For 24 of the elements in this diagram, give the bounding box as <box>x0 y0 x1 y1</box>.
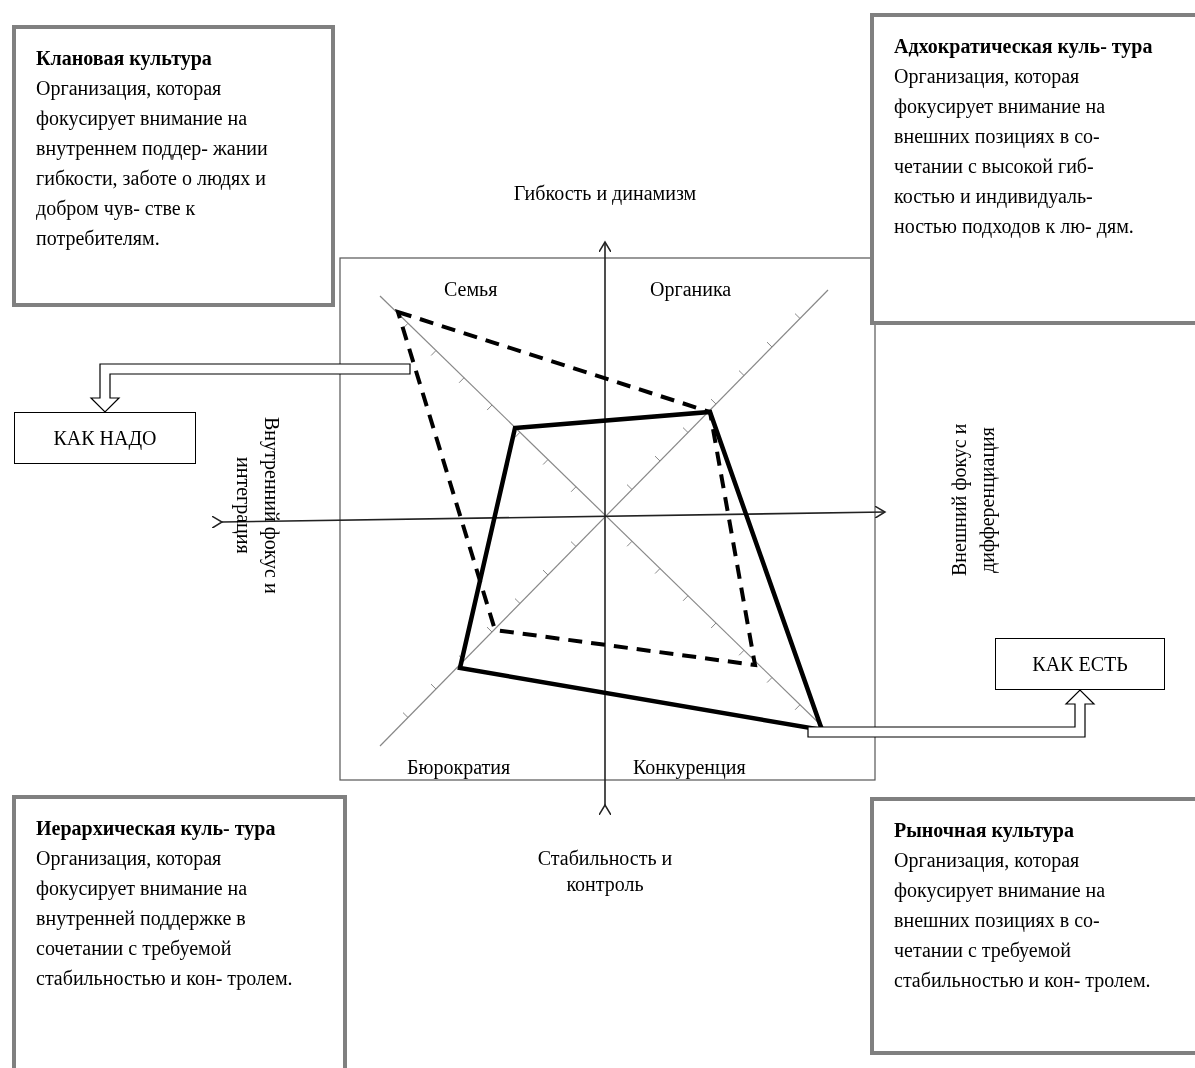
box-heading: Иерархическая куль- тура <box>36 816 277 842</box>
description-box <box>870 13 1195 325</box>
box-text: Организация, которая фокусирует внимание на внешних позициях в со- четании с высокой гиб- костью и индивидуаль- ностью подходов к лю- дям. <box>894 64 1135 240</box>
box-heading: Клановая культура <box>36 46 213 72</box>
description-box <box>12 795 347 1068</box>
box-text: Организация, которая фокусирует внимание на внутреннем поддер- жании гибкости, заботе о людях и добром чув- стве к потребителям. <box>36 76 269 252</box>
axis-label: Внутренний фокус и интеграция <box>231 415 284 596</box>
quadrant-label: Бюрократия <box>407 755 511 780</box>
axis-label: Стабильность и контроль <box>536 846 674 897</box>
box-text: Организация, которая фокусирует внимание на внешних позициях в со- четании с требуемой стабильностью и кон- тролем. <box>894 848 1152 994</box>
quadrant-label: Семья <box>444 277 498 302</box>
quadrant-label: Конкуренция <box>633 755 746 780</box>
axis-label: Гибкость и динамизм <box>513 181 697 206</box>
description-box <box>12 25 335 307</box>
callout-box: КАК ЕСТЬ <box>995 638 1165 690</box>
callout-box: КАК НАДО <box>14 412 196 464</box>
box-heading: Адхократическая куль- тура <box>894 34 1154 60</box>
axis-label: Внешний фокус и дифференциация <box>947 422 1000 579</box>
hollow-arrow <box>89 363 411 413</box>
description-box <box>870 797 1195 1055</box>
quadrant-label: Органика <box>650 277 732 302</box>
hollow-arrow <box>807 689 1096 738</box>
box-heading: Рыночная культура <box>894 818 1075 844</box>
box-text: Организация, которая фокусирует внимание на внутренней поддержке в сочетании с требуемой стабильностью и кон- тролем. <box>36 846 294 992</box>
